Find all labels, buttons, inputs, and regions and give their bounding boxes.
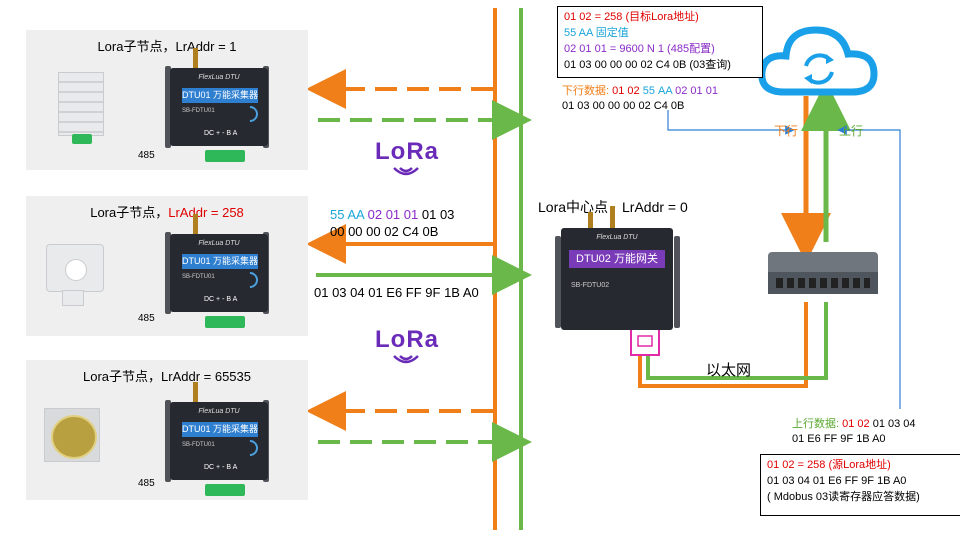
antenna-icon [588, 212, 593, 230]
wireless-icon [238, 436, 262, 460]
ethernet-switch-icon [768, 252, 878, 300]
terminal-block-icon [205, 316, 245, 328]
signal-waves-icon [393, 355, 419, 364]
uplink-info-box: 01 02 = 258 (源Lora地址) 01 03 04 01 E6 FF … [760, 454, 960, 516]
signal-waves-icon [393, 167, 419, 176]
wire-label-485: 485 [138, 478, 155, 489]
terminal-block-icon [72, 134, 92, 144]
cloud-icon [758, 26, 878, 96]
antenna-icon [193, 48, 198, 68]
uplink-data: 上行数据: 01 02 01 03 04 01 E6 FF 9F 1B A0 [792, 418, 916, 445]
wireless-icon [238, 102, 262, 126]
temperature-humidity-sensor-icon [58, 72, 104, 136]
downlink-label: 下行 [774, 124, 799, 138]
wireless-icon [238, 268, 262, 292]
dtu01-device-2: FlexLua DTU DTU01 万能采集器 SB-FDTU01 DC + -… [170, 234, 268, 312]
dtu01-device-1: FlexLua DTU DTU01 万能采集器 SB-FDTU01 DC + -… [170, 68, 268, 146]
antenna-icon [193, 214, 198, 234]
antenna-icon [610, 206, 615, 230]
wire-label-485: 485 [138, 313, 155, 324]
wire-label-485: 485 [138, 150, 155, 161]
ethernet-port-icon [630, 328, 660, 356]
dtu01-device-3: FlexLua DTU DTU01 万能采集器 SB-FDTU01 DC + -… [170, 402, 268, 480]
lora-logo: LoRa [375, 326, 438, 373]
uplink-label: 上行 [839, 124, 864, 138]
terminal-block-icon [205, 150, 245, 162]
terminal-block-icon [205, 484, 245, 496]
lora-logo: LoRa [375, 138, 438, 185]
node-title-3: Lora子节点，LrAddr = 65535 [82, 369, 251, 384]
node-title-2: Lora子节点，LrAddr = 258 [90, 205, 244, 220]
water-leak-sensor-icon [44, 408, 100, 462]
downlink-info-box: 01 02 = 258 (目标Lora地址) 55 AA 固定值 02 01 0… [557, 6, 763, 78]
downlink-frame: 55 AA 02 01 01 01 03 00 00 00 02 C4 0B [330, 207, 455, 239]
dtu02-gateway: FlexLua DTU DTU02 万能网关 SB-FDTU02 [561, 228, 673, 330]
uplink-frame: 01 03 04 01 E6 FF 9F 1B A0 [314, 285, 479, 300]
antenna-icon [193, 382, 198, 402]
node-title-1: Lora子节点，LrAddr = 1 [97, 39, 237, 54]
light-sensor-icon [46, 244, 104, 292]
ethernet-label: 以太网 [706, 362, 752, 379]
downlink-data: 下行数据: 01 02 55 AA 02 01 01 01 03 00 00 0… [562, 85, 718, 112]
